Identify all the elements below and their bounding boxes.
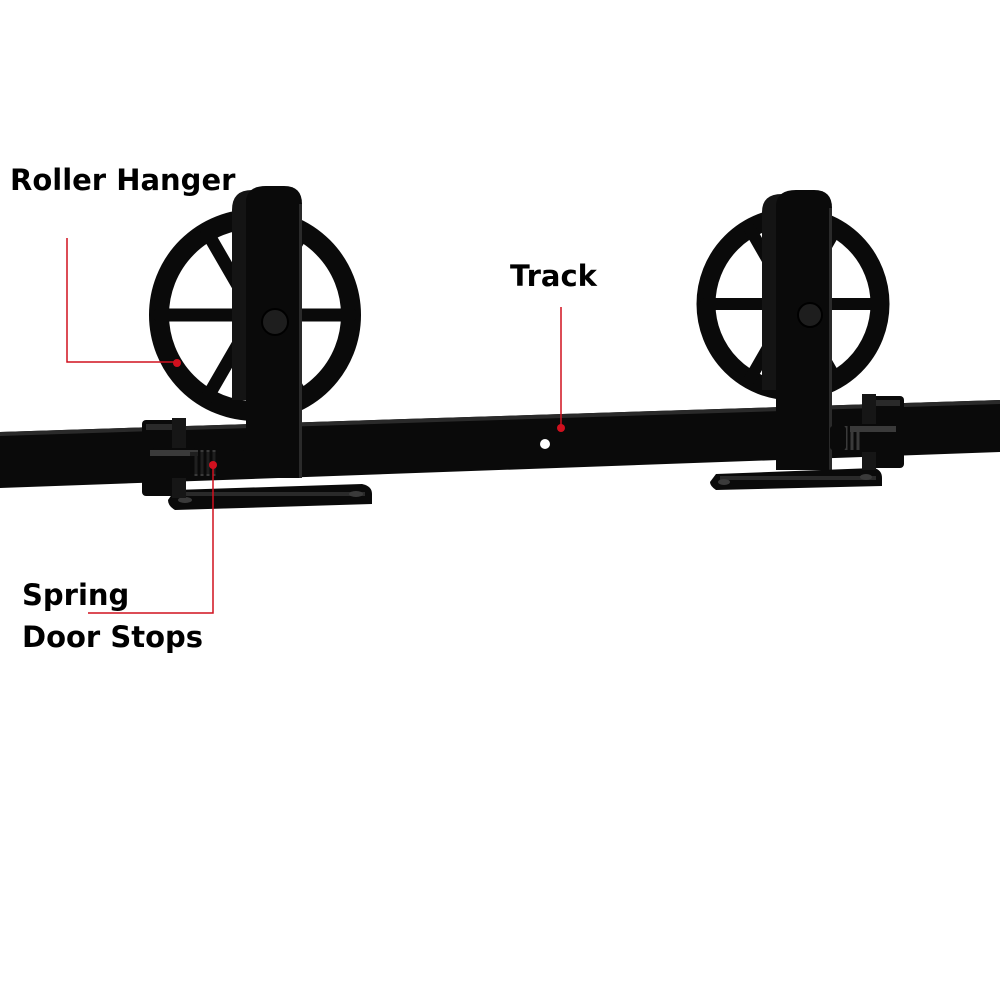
left-strap-edge: [299, 204, 302, 478]
left-roller-hanger: [149, 186, 372, 510]
track-leader-dot: [557, 424, 565, 432]
spring-label-line2: Door Stops: [22, 620, 203, 654]
right-strap-front: [776, 190, 832, 470]
roller-hanger-label: Roller Hanger: [10, 163, 236, 197]
right-stop-collar: [830, 426, 846, 450]
leader-lines: [66, 238, 562, 614]
spring-leader-line: [88, 465, 214, 614]
spring-label-line1: Spring: [22, 578, 129, 612]
left-mounting-plate: [168, 484, 372, 510]
track-mounting-hole: [540, 439, 550, 449]
track-label: Track: [510, 259, 598, 293]
left-spring-door-stop: [142, 418, 246, 498]
right-roller-hanger: [696, 190, 890, 490]
left-axle-bolt: [261, 308, 289, 336]
spring-leader-dot: [209, 461, 217, 469]
right-strap-edge: [829, 208, 832, 470]
roller-hanger-leader-line: [66, 238, 177, 363]
right-spring-door-stop: [830, 394, 904, 470]
left-stop-collar: [216, 450, 246, 478]
roller-hanger-leader-dot: [173, 359, 181, 367]
right-axle-bolt: [797, 302, 823, 328]
